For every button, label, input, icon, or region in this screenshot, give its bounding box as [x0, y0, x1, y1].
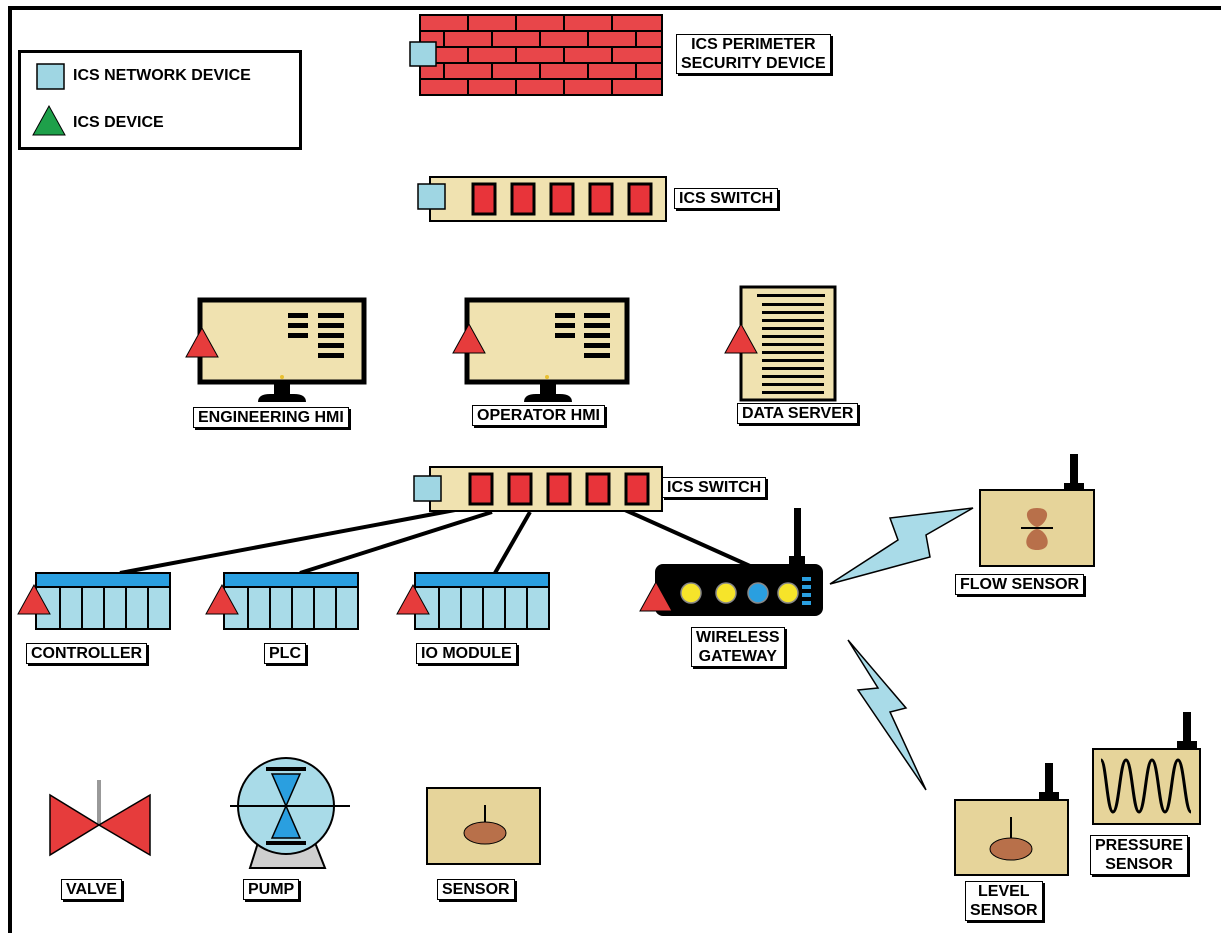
legend-network-device-label: ICS NETWORK DEVICE — [73, 67, 251, 84]
plc-device-marker-icon — [205, 583, 239, 615]
io-module-device-marker-icon — [396, 583, 430, 615]
legend-ics-device-icon — [32, 104, 66, 136]
controller-device-marker-icon — [17, 583, 51, 615]
wireless-link-level-icon — [847, 639, 927, 791]
engineering-hmi-device-marker-icon — [185, 326, 219, 358]
level-sensor-label: LEVEL SENSOR — [965, 881, 1043, 921]
switch-top-network-marker-icon — [417, 183, 446, 210]
level-label-line2: SENSOR — [970, 902, 1038, 919]
switch-mid-network-marker-icon — [413, 475, 442, 502]
legend: ICS NETWORK DEVICE ICS DEVICE — [18, 50, 302, 150]
data-server-device-marker-icon — [724, 322, 758, 354]
operator-hmi-icon — [452, 297, 630, 402]
wireless-gateway-icon — [639, 508, 823, 616]
flow-sensor-label: FLOW SENSOR — [955, 574, 1085, 595]
io-module-label: IO MODULE — [416, 643, 517, 664]
data-server-label: DATA SERVER — [737, 403, 859, 424]
wireless-label-line1: WIRELESS — [696, 629, 780, 646]
level-sensor-icon — [954, 763, 1069, 876]
connection-lines — [119, 508, 751, 575]
wireless-gateway-label: WIRELESS GATEWAY — [691, 627, 785, 667]
pump-icon — [230, 757, 350, 869]
perimeter-security-label: ICS PERIMETER SECURITY DEVICE — [676, 34, 831, 74]
diagram-frame — [8, 6, 1221, 933]
firewall-network-marker-icon — [409, 41, 437, 67]
link-switch-controller — [119, 508, 456, 575]
level-label-line1: LEVEL — [978, 883, 1030, 900]
wireless-link-flow-icon — [829, 507, 974, 585]
switch-top-label: ICS SWITCH — [674, 188, 779, 209]
engineering-hmi-icon — [185, 297, 367, 402]
io-module-icon — [396, 572, 550, 630]
link-switch-io — [493, 511, 532, 574]
pressure-label-line1: PRESSURE — [1095, 837, 1184, 854]
controller-icon — [17, 572, 171, 630]
sensor-icon — [426, 787, 541, 865]
sensor-label: SENSOR — [437, 879, 515, 900]
engineering-hmi-label: ENGINEERING HMI — [193, 407, 349, 428]
switch-mid-label: ICS SWITCH — [662, 477, 767, 498]
firewall-icon — [409, 14, 663, 96]
perimeter-label-line2: SECURITY DEVICE — [681, 55, 826, 72]
link-switch-wireless — [624, 508, 751, 568]
wireless-gateway-device-marker-icon — [639, 580, 673, 612]
operator-hmi-label: OPERATOR HMI — [472, 405, 605, 426]
flow-sensor-icon — [979, 454, 1095, 567]
pressure-sensor-label: PRESSURE SENSOR — [1090, 835, 1189, 875]
valve-icon — [49, 780, 151, 857]
link-switch-plc — [299, 510, 493, 575]
switch-top-icon — [417, 176, 667, 222]
valve-label: VALVE — [61, 879, 122, 900]
plc-icon — [205, 572, 359, 630]
data-server-icon — [724, 285, 837, 402]
switch-mid-icon — [413, 466, 663, 512]
plc-label: PLC — [264, 643, 306, 664]
pump-label: PUMP — [243, 879, 300, 900]
legend-network-device-icon — [36, 63, 65, 90]
wireless-label-line2: GATEWAY — [698, 648, 777, 665]
legend-ics-device-label: ICS DEVICE — [73, 114, 164, 131]
pressure-sensor-icon — [1092, 712, 1201, 825]
pressure-label-line2: SENSOR — [1105, 856, 1173, 873]
controller-label: CONTROLLER — [26, 643, 148, 664]
perimeter-label-line1: ICS PERIMETER — [691, 36, 816, 53]
operator-hmi-device-marker-icon — [452, 322, 486, 354]
